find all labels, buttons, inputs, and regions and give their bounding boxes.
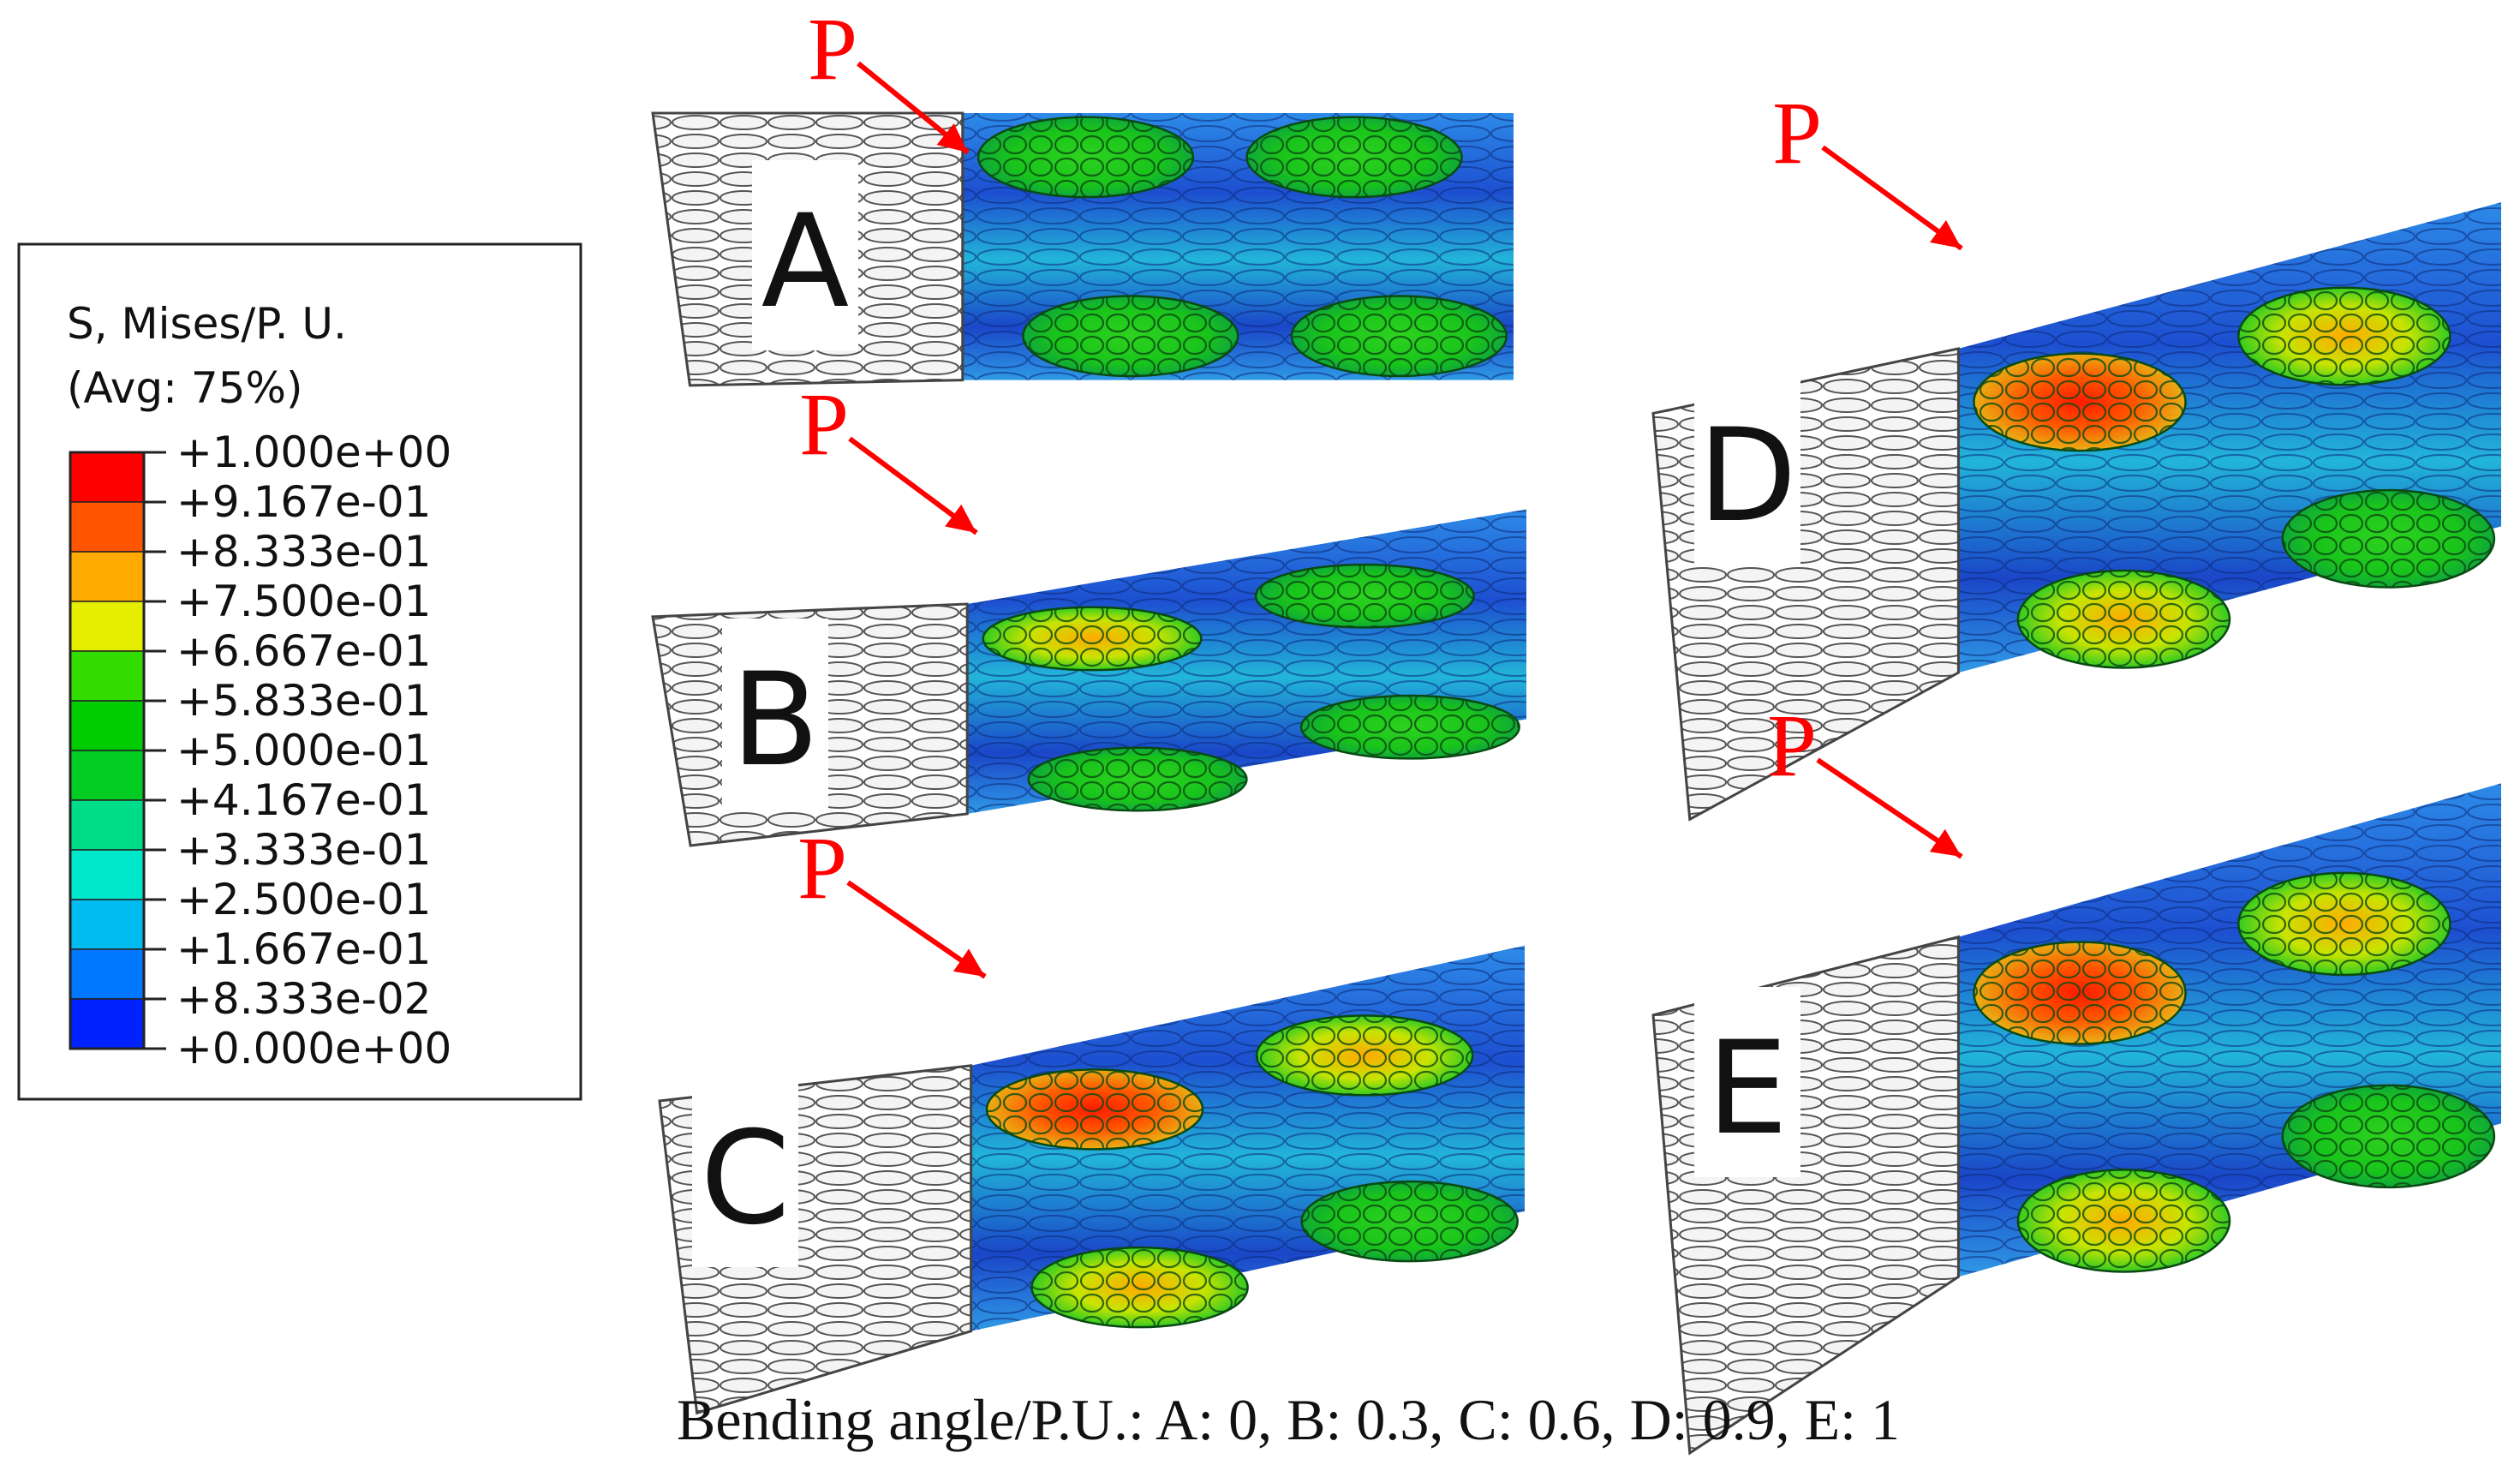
p-marker-arrowhead — [936, 123, 968, 152]
legend-swatch — [69, 750, 145, 801]
strand-wires — [978, 117, 1193, 198]
legend-swatch — [69, 700, 145, 751]
panel-letter: B — [732, 646, 820, 795]
stress-legend: S, Mises/P. U. (Avg: 75%) +1.000e+00+9.1… — [17, 242, 582, 1101]
panel-label-box — [692, 1077, 798, 1267]
strand-wires — [1257, 1015, 1473, 1096]
strand-wires — [1028, 747, 1247, 811]
panel-letter: C — [701, 1104, 791, 1253]
strand-wires — [1256, 564, 1474, 628]
legend-swatch — [69, 948, 145, 1000]
legend-tick-label: +1.667e-01 — [176, 924, 431, 974]
legend-swatch — [69, 551, 145, 602]
legend-tick-label: +8.333e-01 — [176, 527, 431, 577]
legend-tick-label: +2.500e-01 — [176, 875, 431, 924]
legend-swatch — [69, 650, 145, 702]
p-marker-label: P — [1767, 697, 1817, 795]
legend-swatch — [69, 998, 145, 1049]
panel-b — [651, 509, 1526, 847]
legend-swatch — [69, 799, 145, 851]
legend-swatch — [69, 849, 145, 900]
legend-swatch — [69, 451, 145, 503]
strand-wires — [1974, 942, 2186, 1044]
legend-tick-label: +8.333e-02 — [176, 974, 431, 1024]
legend-tick-label: +7.500e-01 — [176, 577, 431, 626]
strand-wires — [1301, 695, 1520, 759]
panel-label-box — [1694, 987, 1800, 1177]
p-marker-label: P — [797, 819, 847, 918]
strand-wires — [2238, 287, 2451, 386]
strand-wires — [2282, 490, 2494, 588]
strand-wires — [986, 1069, 1203, 1150]
panel-letter: D — [1698, 402, 1797, 551]
panel-letter: E — [1707, 1014, 1788, 1163]
legend-swatch — [69, 501, 145, 553]
p-marker-label: P — [799, 375, 849, 474]
strand-wires — [1031, 1247, 1248, 1328]
strand-wires — [1291, 296, 1507, 376]
p-marker-label: P — [808, 0, 857, 99]
legend-title: S, Mises/P. U. — [67, 299, 347, 349]
legend-tick-label: +4.167e-01 — [176, 775, 431, 825]
panel-label-box — [752, 160, 858, 350]
rope-contour-panels — [651, 111, 2501, 1456]
strand-wires — [2238, 872, 2451, 975]
strand-wires — [1301, 1181, 1518, 1262]
p-marker-arrowhead — [1929, 828, 1962, 857]
figure-caption: Bending angle/P.U.: A: 0, B: 0.3, C: 0.6… — [677, 1387, 1900, 1452]
legend-subtitle: (Avg: 75%) — [67, 363, 303, 413]
p-marker-arrowhead — [1930, 220, 1962, 248]
p-marker-arrowhead — [945, 504, 976, 533]
legend-swatch — [69, 899, 145, 950]
legend-tick-label: +5.000e-01 — [176, 726, 431, 775]
panel-c — [658, 945, 1525, 1415]
legend-tick-label: +9.167e-01 — [176, 477, 431, 527]
legend-tick-labels: +1.000e+00+9.167e-01+8.333e-01+7.500e-01… — [144, 428, 451, 1073]
panel-letter: A — [761, 188, 850, 337]
strand-wires — [1246, 117, 1462, 198]
legend-tick-label: +3.333e-01 — [176, 825, 431, 875]
panel-label-box — [1694, 374, 1800, 565]
p-marker-label: P — [1772, 84, 1822, 182]
legend-swatch — [69, 601, 145, 652]
strand-wires — [982, 607, 1202, 671]
legend-tick-label: +0.000e+00 — [176, 1024, 451, 1073]
panel-d — [1651, 202, 2501, 822]
strand-wires — [1974, 353, 2186, 451]
panel-label-box — [722, 619, 828, 809]
strand-wires — [2017, 1169, 2230, 1272]
strand-wires — [1023, 296, 1239, 376]
panel-a — [651, 111, 1514, 387]
strand-wires — [2017, 571, 2230, 668]
legend-tick-label: +5.833e-01 — [176, 676, 431, 726]
legend-tick-label: +6.667e-01 — [176, 626, 431, 676]
p-marker-arrowhead — [952, 948, 985, 977]
panel-e — [1651, 783, 2501, 1456]
legend-tick-label: +1.000e+00 — [176, 428, 451, 477]
strand-wires — [2282, 1085, 2494, 1187]
legend-color-bar — [69, 451, 146, 1050]
